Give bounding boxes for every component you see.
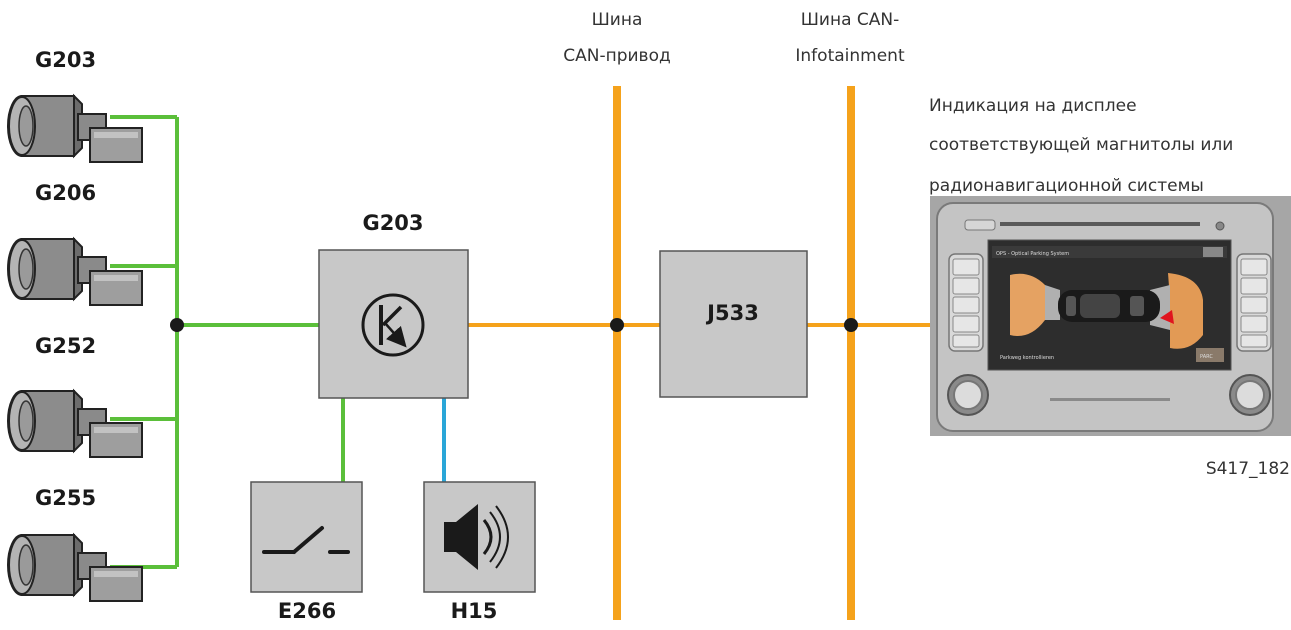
lower-trim — [1050, 398, 1170, 401]
control-unit: G203 — [318, 211, 469, 399]
sensor-1-icon — [7, 95, 143, 163]
control-unit-label: G203 — [362, 211, 423, 235]
radio-screen: OPS - Optical Parking System Parkweg kon… — [987, 239, 1232, 371]
display-caption-line1: Индикация на дисплее — [929, 96, 1137, 116]
side-zone-left — [1045, 285, 1060, 320]
junction-dot-drive-bus — [610, 318, 624, 332]
gateway-unit: J533 — [659, 250, 808, 398]
left-button-column — [948, 253, 984, 352]
control-unit-k-icon — [361, 293, 425, 357]
gateway-label: J533 — [705, 301, 759, 325]
sensor-3: G252 — [7, 334, 143, 458]
top-left-buttons — [964, 219, 996, 231]
sensor-3-icon — [7, 390, 143, 458]
screen-status: Parkweg kontrollieren — [1000, 355, 1054, 361]
buzzer-box — [423, 481, 536, 593]
left-knob — [947, 374, 989, 416]
sensor-4: G255 — [7, 486, 143, 602]
sensor-3-label: G252 — [35, 334, 96, 358]
buzzer-label: H15 — [451, 599, 498, 623]
sensor-1-label: G203 — [35, 48, 96, 72]
rear-parking-zone — [1168, 273, 1203, 349]
right-button-column — [1236, 253, 1272, 352]
display-caption-line3: радионавигационной системы — [929, 176, 1204, 196]
bus-infotainment-label-line2: Infotainment — [795, 46, 905, 66]
figure-id: S417_182 — [1206, 459, 1290, 479]
sensor-2: G206 — [7, 181, 143, 306]
sensor-4-label: G255 — [35, 486, 96, 510]
front-parking-zone — [1010, 273, 1045, 336]
right-knob — [1229, 374, 1271, 416]
bus-infotainment-label-line1: Шина CAN- — [801, 10, 900, 30]
gateway-box — [659, 250, 808, 398]
screen-corner-button: PARC — [1200, 354, 1213, 360]
green-wiring — [110, 115, 345, 569]
radio-display-unit: OPS - Optical Parking System Parkweg kon… — [930, 196, 1291, 436]
car-top-view-icon — [1058, 290, 1160, 322]
switch-icon — [262, 526, 350, 554]
junction-dot-info-bus — [844, 318, 858, 332]
switch-box — [250, 481, 363, 593]
sensor-1: G203 — [7, 48, 143, 163]
sensor-2-label: G206 — [35, 181, 96, 205]
speaker-icon — [444, 504, 509, 570]
switch-label: E266 — [278, 599, 336, 623]
screen-close-button — [1203, 247, 1223, 257]
eject-icon — [1215, 221, 1225, 231]
control-unit-box — [318, 249, 469, 399]
buzzer-unit: H15 — [423, 481, 536, 623]
switch-unit: E266 — [250, 481, 363, 623]
bus-drive-label-line1: Шина — [592, 10, 643, 30]
obstacle-warning-marker — [1160, 310, 1174, 324]
junction-dot-sensors — [170, 318, 184, 332]
bus-drive-label-line2: CAN-привод — [563, 46, 670, 66]
orange-wiring — [468, 86, 930, 620]
cd-slot — [1000, 222, 1200, 226]
display-caption-line2: соответствующей магнитолы или — [929, 135, 1233, 155]
screen-title: OPS - Optical Parking System — [996, 251, 1069, 257]
sensor-4-icon — [7, 534, 143, 602]
sensor-2-icon — [7, 238, 143, 306]
